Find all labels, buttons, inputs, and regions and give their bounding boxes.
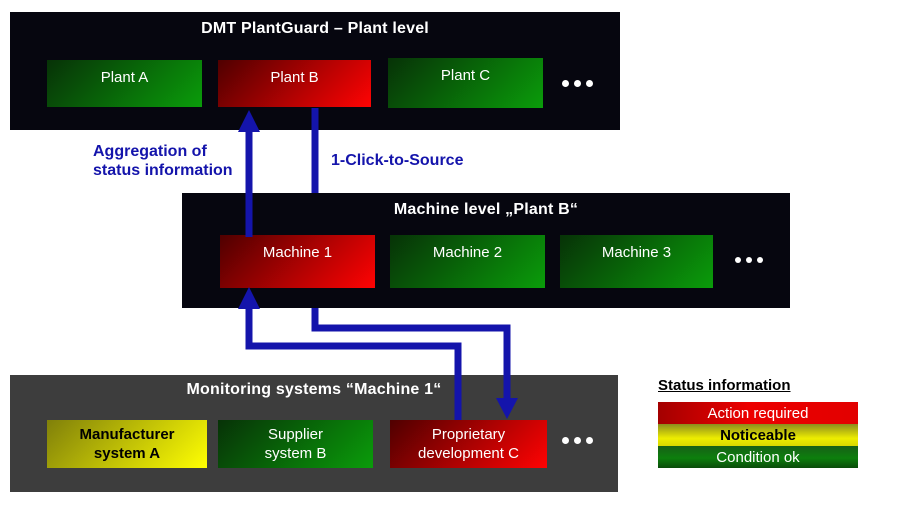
plant-level-title: DMT PlantGuard – Plant level [201, 20, 429, 37]
machine-3-tile: Machine 3 [560, 235, 713, 288]
plant-c-label: Plant C [440, 67, 491, 84]
machine-1-tile: Machine 1 [220, 235, 375, 288]
machine-level-panel: Machine level „Plant B“ Machine 1 Machin… [182, 193, 790, 308]
machine-3-label: Machine 3 [601, 244, 672, 261]
more-items-icon [562, 437, 593, 444]
monitoring-systems-panel: Monitoring systems “Machine 1“ Manufactu… [10, 375, 618, 492]
plant-b-label: Plant B [270, 69, 319, 86]
plant-b-tile: Plant B [218, 60, 371, 107]
proprietary-development-c-label: Proprietary development C [418, 425, 519, 463]
aggregation-label-line2: status information [93, 162, 233, 179]
legend-row-condition-ok: Condition ok [658, 446, 858, 468]
manufacturer-system-a-label: Manufacturer system A [79, 425, 175, 463]
plant-a-label: Plant A [100, 69, 149, 86]
supplier-system-b-tile: Supplier system B [218, 420, 373, 468]
one-click-label: 1-Click-to-Source [331, 152, 464, 169]
more-items-icon [562, 80, 593, 87]
machine-1-label: Machine 1 [262, 244, 333, 261]
plant-a-tile: Plant A [47, 60, 202, 107]
machine-2-tile: Machine 2 [390, 235, 545, 288]
manufacturer-system-a-tile: Manufacturer system A [47, 420, 207, 468]
plant-level-panel: DMT PlantGuard – Plant level Plant A Pla… [10, 12, 620, 130]
legend-row-noticeable: Noticeable [658, 424, 858, 446]
machine-level-title: Machine level „Plant B“ [393, 201, 579, 218]
proprietary-development-c-tile: Proprietary development C [390, 420, 547, 468]
monitoring-systems-title: Monitoring systems “Machine 1“ [186, 381, 442, 398]
aggregation-label-line1: Aggregation of [93, 143, 207, 160]
status-legend: Action required Noticeable Condition ok [658, 402, 858, 468]
legend-title: Status information [658, 377, 791, 394]
plant-c-tile: Plant C [388, 58, 543, 108]
machine-2-label: Machine 2 [432, 244, 503, 261]
aggregation-label: Aggregation of status information [93, 142, 233, 180]
legend-row-action-required: Action required [658, 402, 858, 424]
more-items-icon [735, 257, 763, 263]
supplier-system-b-label: Supplier system B [264, 425, 327, 463]
